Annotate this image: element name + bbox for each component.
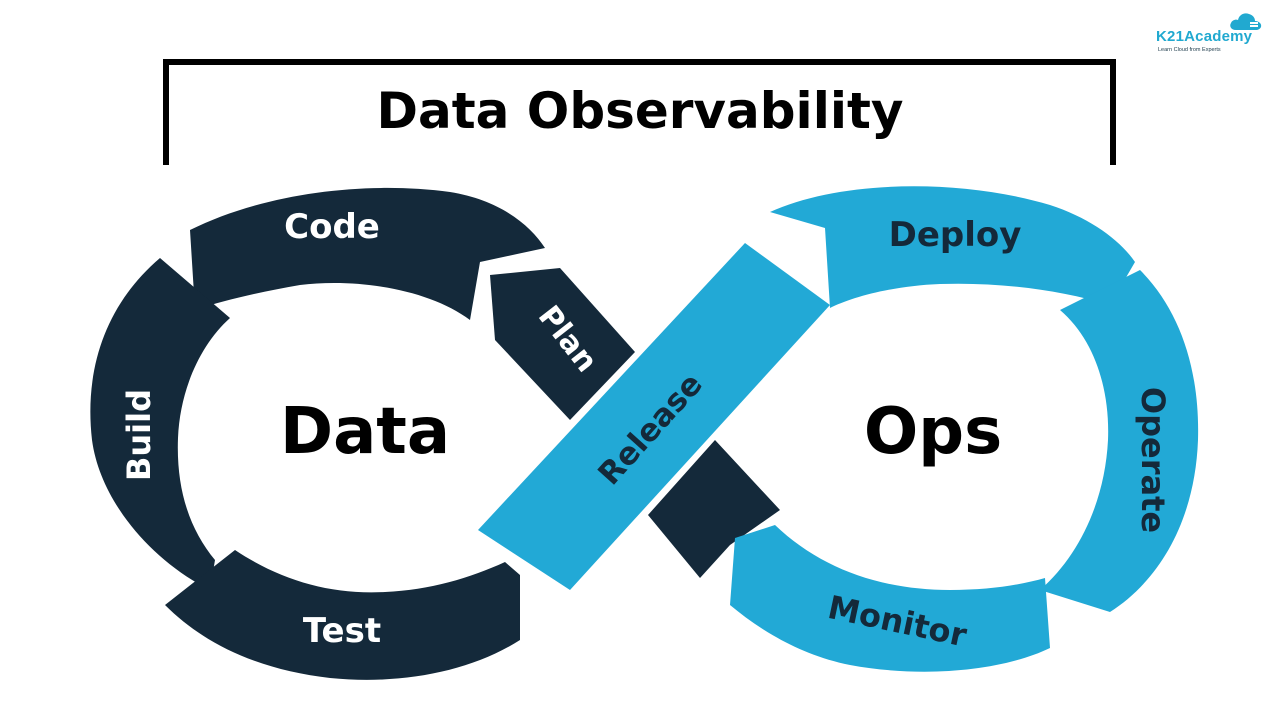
- right-loop-label: Ops: [864, 395, 1002, 469]
- code-segment: [190, 187, 545, 320]
- brand-logo: K21Academy Learn Cloud from Experts: [1156, 10, 1268, 56]
- test-segment: [165, 550, 520, 680]
- stage-test-label: Test: [303, 611, 381, 651]
- build-segment: [90, 258, 230, 590]
- brand-name: K21Academy: [1156, 28, 1253, 45]
- release-segment: [478, 243, 830, 590]
- stage-build-label: Build: [120, 389, 158, 481]
- stage-code-label: Code: [284, 207, 380, 247]
- brand-tagline: Learn Cloud from Experts: [1158, 47, 1221, 53]
- title-bracket: [163, 59, 1116, 165]
- right-loop: [478, 186, 1199, 672]
- stage-operate-label: Operate: [1134, 387, 1172, 533]
- plan-segment: [490, 268, 635, 420]
- operate-segment: [1040, 270, 1199, 612]
- stage-deploy-label: Deploy: [889, 215, 1022, 255]
- left-loop: [90, 187, 780, 680]
- return-arrow: [648, 440, 780, 578]
- monitor-segment: [730, 525, 1050, 672]
- deploy-segment: [770, 186, 1135, 308]
- left-loop-label: Data: [280, 395, 450, 469]
- diagram-title: Data Observability: [377, 82, 904, 140]
- cloud-icon: [1230, 13, 1262, 30]
